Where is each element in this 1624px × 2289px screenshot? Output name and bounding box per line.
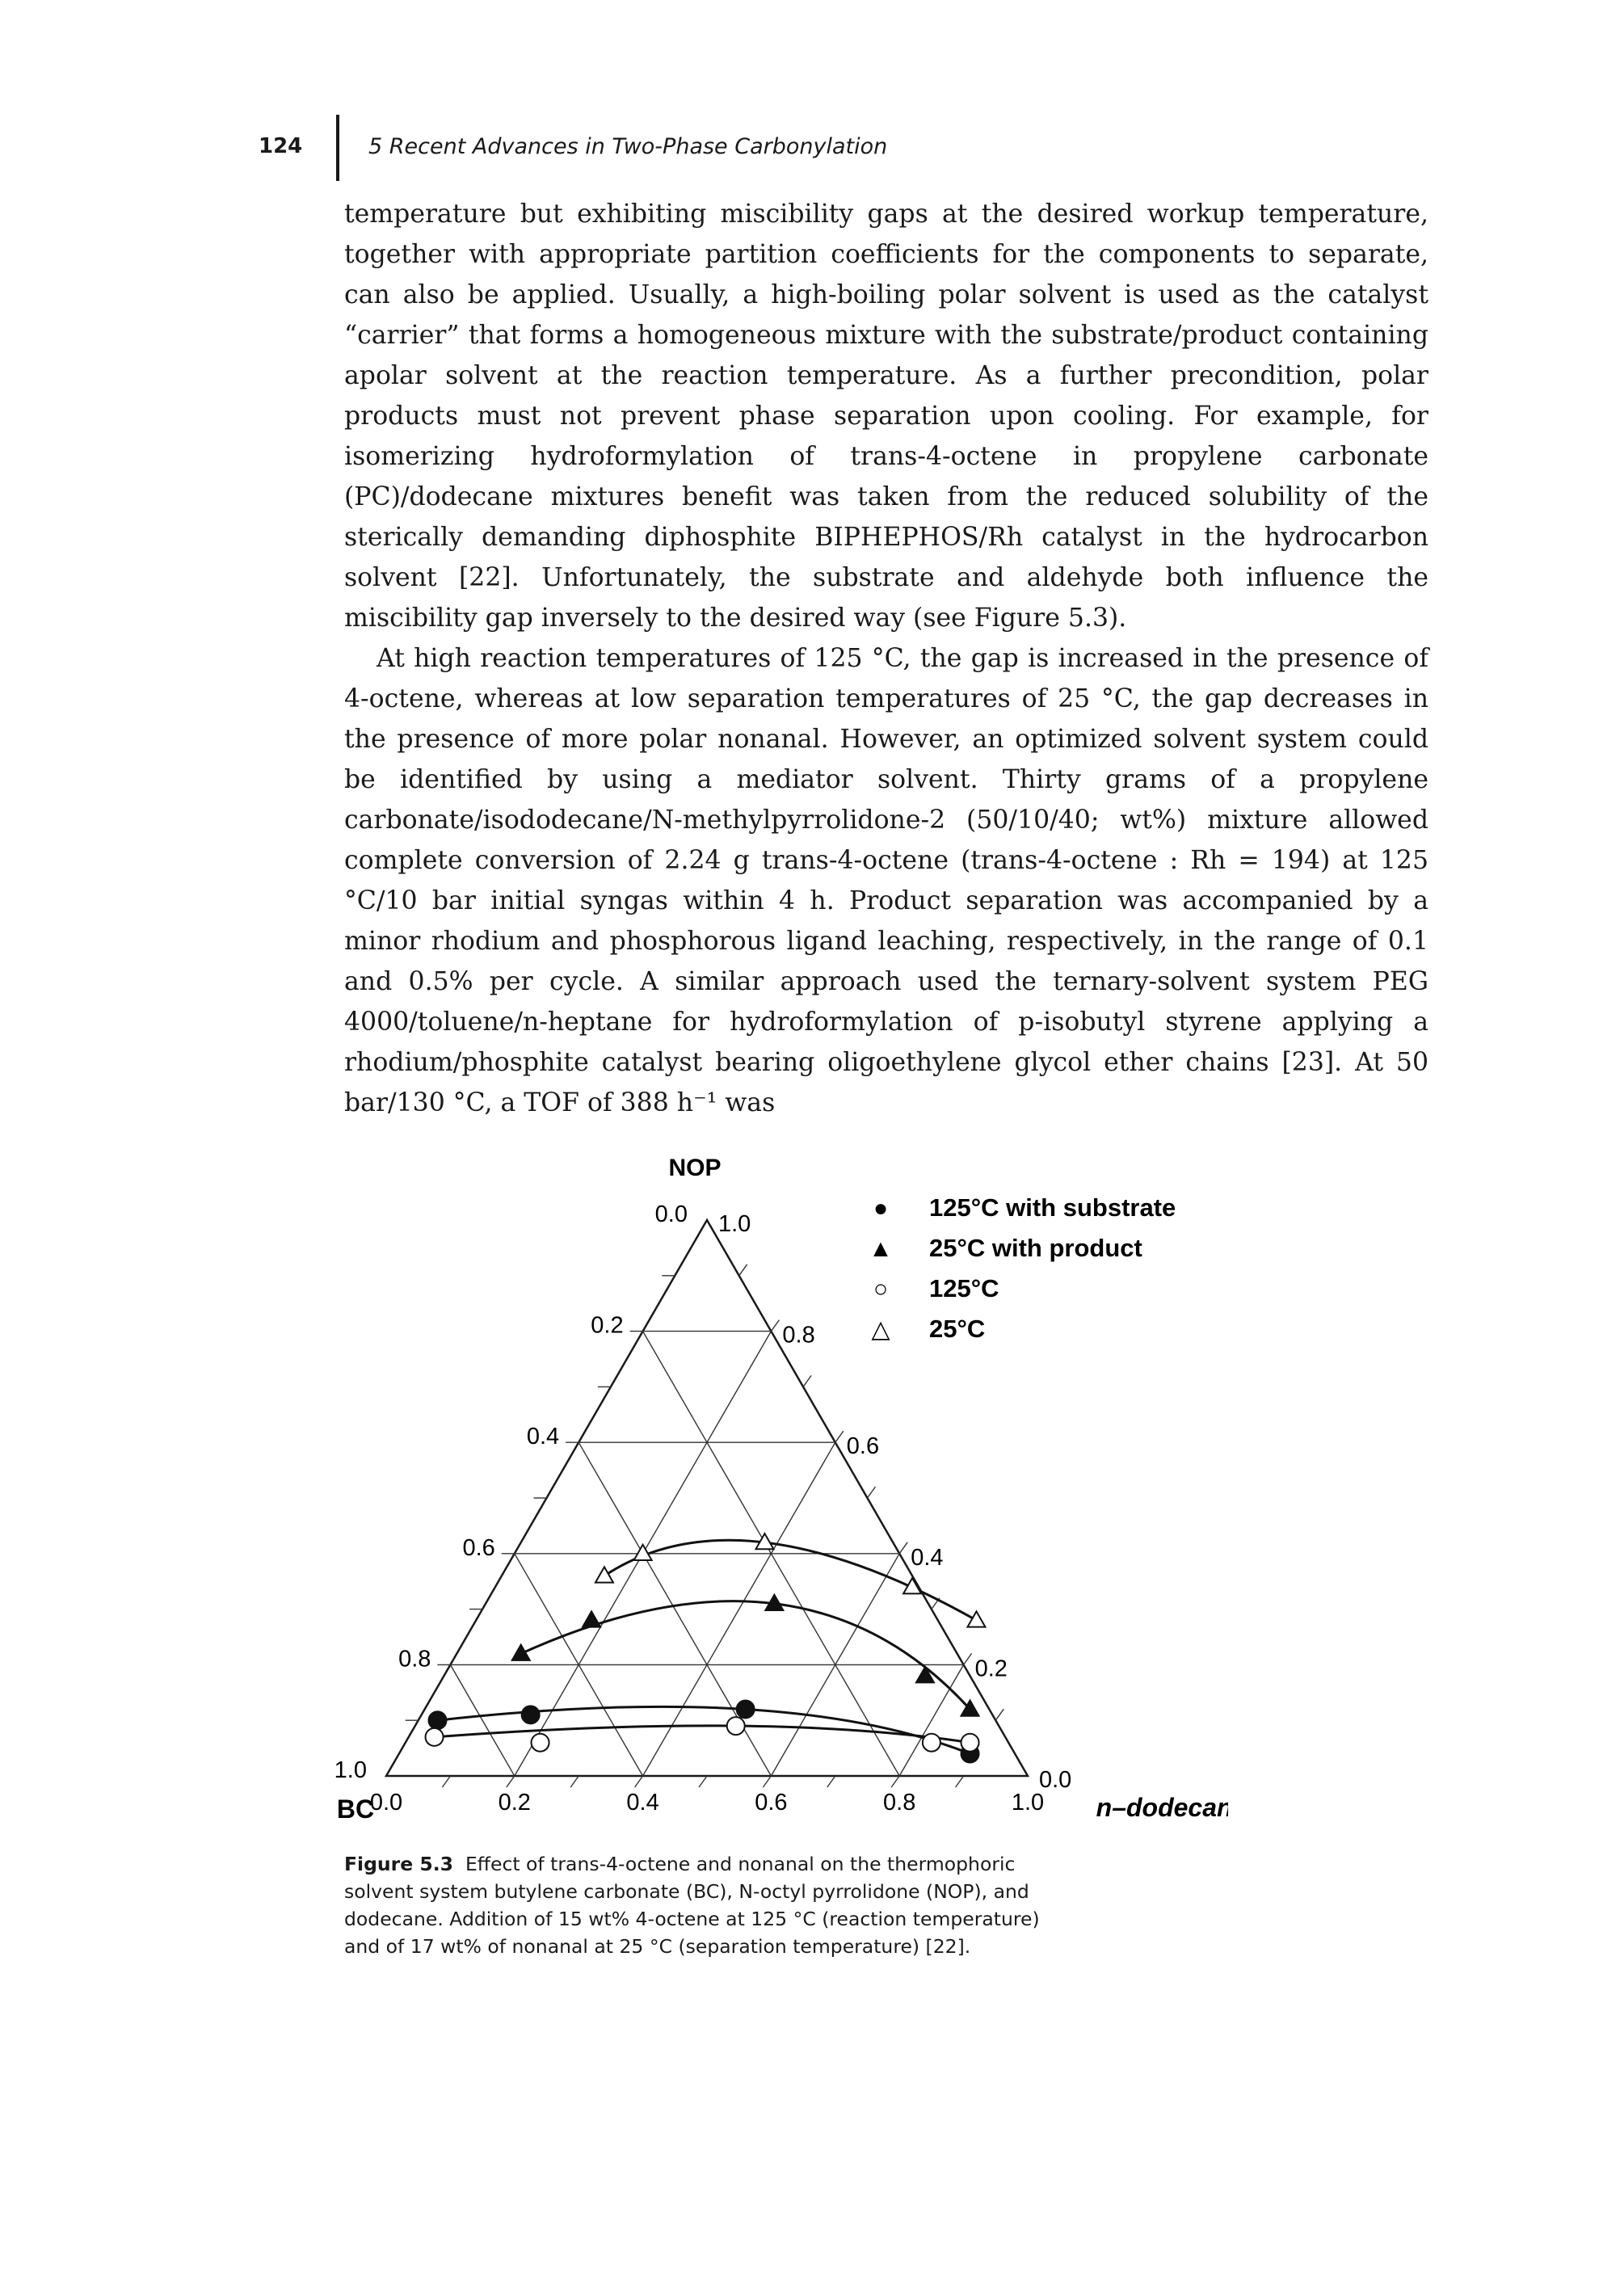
right-tick-label: 0.0	[1039, 1767, 1071, 1793]
edge-tick	[835, 1430, 844, 1443]
open-triangle-marker	[902, 1576, 923, 1595]
legend-item-125c: ○ 125°C	[873, 1274, 999, 1302]
edge-tick	[738, 1264, 748, 1277]
edge-tick	[827, 1775, 836, 1788]
open-triangle-marker	[754, 1532, 776, 1551]
body-text: temperature but exhibiting miscibility g…	[344, 194, 1428, 1123]
edge-tick	[770, 1319, 780, 1332]
figure-5-3: 0.0 0.2 0.4 0.6 0.8 1.0 1.0 0.8 0.6 0.4 0.2 0.0 0.0 0…	[307, 1131, 1228, 1842]
filled-circle-marker	[735, 1699, 755, 1719]
figure-caption: Figure 5.3 Effect of trans-4-octene and …	[344, 1850, 1055, 1960]
legend-label: 25°C with product	[929, 1234, 1142, 1262]
left-tick-label: 0.8	[398, 1646, 431, 1672]
left-tick-label: 0.6	[462, 1535, 494, 1561]
left-tick-label: 0.4	[527, 1424, 559, 1450]
page-number: 124	[259, 134, 303, 158]
open-circle-marker	[921, 1732, 941, 1753]
gridline-bc	[514, 1553, 644, 1777]
filled-circle-marker	[520, 1705, 541, 1725]
caption-text: Effect of trans-4-octene and nonanal on …	[344, 1853, 1040, 1958]
open-circle-marker	[424, 1727, 444, 1747]
edge-tick	[634, 1775, 644, 1788]
left-tick-label: 0.0	[655, 1201, 688, 1227]
edge-tick	[441, 1775, 451, 1788]
bottom-tick-label: 0.8	[883, 1790, 915, 1816]
curve-125c-substrate	[437, 1705, 971, 1755]
edge-tick	[955, 1775, 965, 1788]
legend-symbol-filled-circle: ●	[873, 1195, 888, 1222]
triangle-outline	[384, 1218, 1030, 1778]
legend-label: 25°C	[929, 1315, 985, 1343]
data-points	[424, 1532, 987, 1764]
bottom-tick-label: 0.0	[370, 1790, 402, 1816]
bottom-tick-label: 0.2	[499, 1790, 531, 1816]
right-tick-label: 0.4	[911, 1545, 943, 1571]
edge-tick	[802, 1374, 812, 1387]
open-triangle-marker	[594, 1565, 615, 1584]
apex-label: NOP	[668, 1155, 721, 1181]
bottom-tick-label: 0.4	[626, 1790, 658, 1816]
edge-tick	[963, 1652, 973, 1665]
filled-triangle-marker	[959, 1698, 981, 1717]
filled-circle-marker	[427, 1710, 448, 1731]
edge-tick	[995, 1708, 1004, 1721]
gridline-bc	[642, 1331, 900, 1777]
legend-symbol-filled-triangle: ▲	[869, 1235, 893, 1262]
legend-item-125c-substrate: ● 125°C with substrate	[873, 1193, 1176, 1222]
right-tick-label: 1.0	[718, 1211, 751, 1237]
gridline-dodecane	[898, 1664, 965, 1777]
edge-tick	[890, 1775, 900, 1788]
left-tick-label: 0.2	[591, 1313, 623, 1339]
header-divider	[336, 115, 339, 181]
open-circle-marker	[960, 1732, 980, 1753]
ternary-diagram: 0.0 0.2 0.4 0.6 0.8 1.0 1.0 0.8 0.6 0.4 0.2 0.0 0.0 0…	[334, 1155, 1228, 1824]
filled-triangle-marker	[511, 1643, 532, 1661]
legend-label: 125°C	[929, 1274, 999, 1302]
bottom-tick-label: 1.0	[1012, 1790, 1044, 1816]
legend-label: 125°C with substrate	[929, 1193, 1176, 1222]
fitted-curves	[434, 1538, 978, 1755]
left-vertex-label: BC	[337, 1795, 374, 1824]
right-tick-label: 0.6	[847, 1433, 879, 1459]
filled-triangle-marker	[764, 1593, 785, 1611]
edge-tick	[898, 1542, 908, 1555]
gridline-dodecane	[642, 1441, 836, 1777]
gridline-bc	[449, 1664, 515, 1777]
right-tick-label: 0.8	[782, 1323, 814, 1349]
open-circle-marker	[530, 1732, 550, 1753]
filled-triangle-marker	[581, 1609, 602, 1628]
edge-tick	[698, 1775, 708, 1788]
grid-lines	[384, 1218, 1030, 1788]
legend: ● 125°C with substrate ▲ 25°C with produ…	[869, 1193, 1176, 1343]
edge-tick	[570, 1775, 579, 1788]
right-tick-label: 0.2	[975, 1656, 1008, 1681]
edge-tick	[506, 1775, 515, 1788]
legend-item-25c: △ 25°C	[871, 1315, 985, 1343]
left-tick-label: 1.0	[334, 1757, 367, 1783]
legend-symbol-open-triangle: △	[871, 1316, 890, 1343]
paragraph-2: At high reaction temperatures of 125 °C,…	[344, 644, 1428, 1117]
tick-labels: 0.0 0.2 0.4 0.6 0.8 1.0 1.0 0.8 0.6 0.4 0.2 0.0 0.0 0…	[334, 1201, 1072, 1816]
paragraph-1: temperature but exhibiting miscibility g…	[344, 200, 1428, 633]
edge-tick	[866, 1486, 877, 1499]
open-circle-marker	[726, 1716, 746, 1736]
bottom-tick-label: 0.6	[755, 1790, 787, 1816]
open-triangle-marker	[632, 1542, 654, 1562]
right-vertex-label: n–dodecane	[1096, 1793, 1228, 1822]
edge-tick	[762, 1775, 772, 1788]
legend-symbol-open-circle: ○	[873, 1276, 888, 1302]
open-triangle-marker	[966, 1609, 987, 1628]
filled-triangle-marker	[915, 1665, 936, 1684]
legend-item-25c-product: ▲ 25°C with product	[869, 1234, 1142, 1262]
running-title: 5 Recent Advances in Two-Phase Carbonyla…	[368, 134, 888, 159]
caption-label: Figure 5.3	[344, 1853, 453, 1875]
